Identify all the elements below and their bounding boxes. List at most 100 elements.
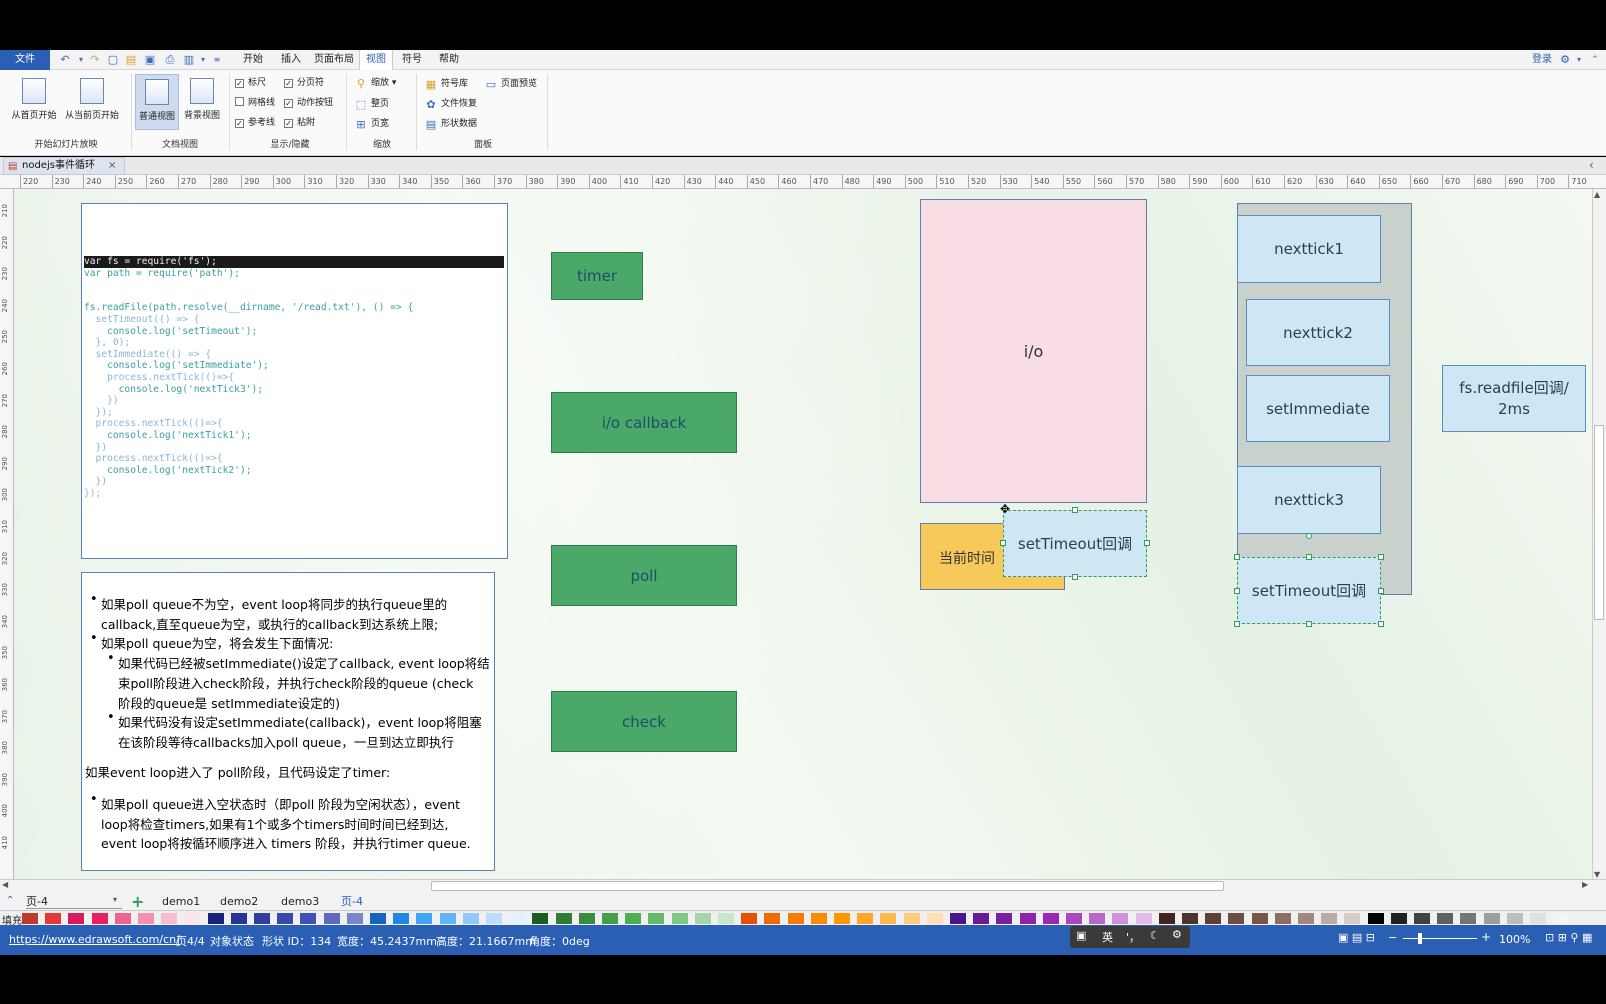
ruler-checkbox[interactable]: ✓标尺 bbox=[235, 78, 267, 88]
rotate-handle[interactable] bbox=[1306, 533, 1312, 539]
resize-handle[interactable] bbox=[1144, 540, 1150, 546]
color-swatch[interactable] bbox=[764, 913, 781, 924]
color-swatch[interactable] bbox=[346, 913, 363, 924]
color-swatch[interactable] bbox=[161, 913, 178, 924]
color-swatch[interactable] bbox=[1344, 913, 1361, 924]
close-tab-icon[interactable]: × bbox=[108, 160, 117, 171]
grid-checkbox[interactable]: 网格线 bbox=[235, 96, 275, 110]
color-swatch[interactable] bbox=[1414, 913, 1430, 924]
color-swatch[interactable] bbox=[300, 913, 317, 924]
color-swatch[interactable] bbox=[1321, 913, 1338, 924]
chevron-left-icon[interactable]: ‹ bbox=[1589, 158, 1594, 172]
color-swatch[interactable] bbox=[1298, 913, 1314, 924]
color-swatch[interactable] bbox=[254, 913, 270, 924]
gear-icon[interactable]: ⚙ bbox=[1560, 53, 1570, 66]
color-swatch[interactable] bbox=[393, 913, 410, 924]
color-swatch[interactable] bbox=[741, 913, 758, 924]
check-phase-box[interactable]: check bbox=[551, 691, 737, 752]
resize-handle[interactable] bbox=[1234, 621, 1240, 627]
color-swatch[interactable] bbox=[1530, 913, 1546, 924]
scroll-right-icon[interactable]: ▶ bbox=[1582, 880, 1589, 889]
color-swatch[interactable] bbox=[555, 913, 572, 924]
fs-readfile-callback-box[interactable]: fs.readfile回调/ 2ms bbox=[1442, 365, 1586, 432]
resize-handle[interactable] bbox=[1072, 507, 1078, 513]
color-swatch[interactable] bbox=[184, 913, 201, 924]
color-swatch[interactable] bbox=[509, 913, 526, 924]
file-recover-button[interactable]: ✿文件恢复 bbox=[426, 98, 478, 111]
color-swatch[interactable] bbox=[787, 913, 804, 924]
color-swatch[interactable] bbox=[1390, 913, 1407, 924]
color-swatch[interactable] bbox=[648, 913, 665, 924]
color-swatch[interactable] bbox=[671, 913, 688, 924]
color-swatch[interactable] bbox=[834, 913, 850, 924]
settimeout-callback-box[interactable]: setTimeout回调 bbox=[1237, 557, 1381, 624]
new-file-icon[interactable]: ▢ bbox=[107, 53, 119, 66]
color-swatch[interactable] bbox=[903, 913, 920, 924]
nexttick1-box[interactable]: nexttick1 bbox=[1237, 215, 1381, 283]
menu-symbol[interactable]: 符号 bbox=[402, 54, 422, 65]
fit-window-icons[interactable]: ⊡ ⊞ ⚲ ▦ bbox=[1545, 931, 1593, 944]
notes-text-box[interactable] bbox=[81, 572, 495, 871]
color-swatch[interactable] bbox=[1112, 913, 1129, 924]
page-tab-demo3[interactable]: demo3 bbox=[281, 895, 320, 908]
customize-toolbar-icon[interactable]: ≡ bbox=[213, 55, 221, 64]
from-current-page-button[interactable]: 从当前页开始 bbox=[62, 74, 122, 130]
color-swatch[interactable] bbox=[1274, 913, 1291, 924]
color-swatch[interactable] bbox=[1042, 913, 1059, 924]
io-box[interactable]: i/o bbox=[920, 199, 1147, 503]
pagebreak-checkbox[interactable]: ✓分页符 bbox=[284, 78, 325, 88]
color-swatch[interactable] bbox=[1483, 913, 1500, 924]
color-swatch[interactable] bbox=[462, 913, 479, 924]
login-link[interactable]: 登录 bbox=[1532, 54, 1552, 65]
color-swatch[interactable] bbox=[880, 913, 897, 924]
color-swatch[interactable] bbox=[1135, 913, 1152, 924]
guide-checkbox[interactable]: ✓参考线 bbox=[235, 118, 276, 128]
settings-dropdown-icon[interactable]: ▾ bbox=[1576, 55, 1581, 64]
menu-page-layout[interactable]: 页面布局 bbox=[314, 54, 354, 65]
color-swatch[interactable] bbox=[114, 913, 131, 924]
ime-settings-icon[interactable]: ⚙ bbox=[1172, 928, 1182, 941]
color-swatch[interactable] bbox=[486, 913, 502, 924]
ime-toolbar[interactable]: ▣ 英 '， ☾ ⚙ bbox=[1070, 926, 1190, 948]
nexttick3-box[interactable]: nexttick3 bbox=[1237, 466, 1381, 534]
from-first-page-button[interactable]: 从首页开始 bbox=[8, 74, 60, 130]
menu-view[interactable]: 视图 bbox=[359, 50, 393, 70]
current-time-box[interactable]: 当前时间 bbox=[920, 523, 1065, 590]
nexttick2-box[interactable]: nexttick2 bbox=[1246, 299, 1390, 366]
undo-icon[interactable]: ↶ bbox=[60, 53, 70, 66]
zoom-slider[interactable] bbox=[1403, 938, 1477, 939]
ime-language[interactable]: 英 bbox=[1102, 931, 1113, 944]
color-swatch[interactable] bbox=[1228, 913, 1245, 924]
timer-phase-box[interactable]: timer bbox=[551, 252, 643, 300]
color-swatch[interactable] bbox=[1089, 913, 1106, 924]
color-swatch[interactable] bbox=[416, 913, 433, 924]
redo-icon[interactable]: ↷ bbox=[90, 53, 100, 66]
color-swatch[interactable] bbox=[45, 913, 62, 924]
color-swatch[interactable] bbox=[230, 913, 247, 924]
color-swatch[interactable] bbox=[207, 913, 224, 924]
color-swatch[interactable] bbox=[1553, 913, 1570, 924]
setimmediate-box[interactable]: setImmediate bbox=[1246, 375, 1390, 442]
color-swatch[interactable] bbox=[532, 913, 549, 924]
collapse-ribbon-icon[interactable]: ⌃ bbox=[1591, 55, 1599, 65]
zoom-out-icon[interactable]: − bbox=[1388, 931, 1398, 944]
color-swatch[interactable] bbox=[694, 913, 711, 924]
resize-handle[interactable] bbox=[1378, 621, 1384, 627]
color-swatch[interactable] bbox=[1437, 913, 1454, 924]
zoom-in-icon[interactable]: + bbox=[1481, 930, 1492, 944]
color-swatch[interactable] bbox=[22, 913, 38, 924]
moon-icon[interactable]: ☾ bbox=[1150, 929, 1160, 942]
color-swatch[interactable] bbox=[926, 913, 943, 924]
color-swatch[interactable] bbox=[996, 913, 1013, 924]
color-swatch[interactable] bbox=[1019, 913, 1036, 924]
background-view-button[interactable]: 背景视图 bbox=[181, 74, 223, 130]
page-selector[interactable]: 页-4 bbox=[26, 895, 122, 909]
action-button-checkbox[interactable]: ✓动作按钮 bbox=[284, 98, 334, 108]
resize-handle[interactable] bbox=[1378, 588, 1384, 594]
page-tab-page4[interactable]: 页-4 bbox=[341, 895, 363, 908]
resize-handle[interactable] bbox=[1000, 540, 1006, 546]
color-swatch[interactable] bbox=[718, 913, 734, 924]
fit-width-button[interactable]: ⊞页宽 bbox=[356, 118, 390, 131]
resize-handle[interactable] bbox=[1234, 554, 1240, 560]
vertical-scroll-thumb[interactable] bbox=[1594, 425, 1604, 620]
